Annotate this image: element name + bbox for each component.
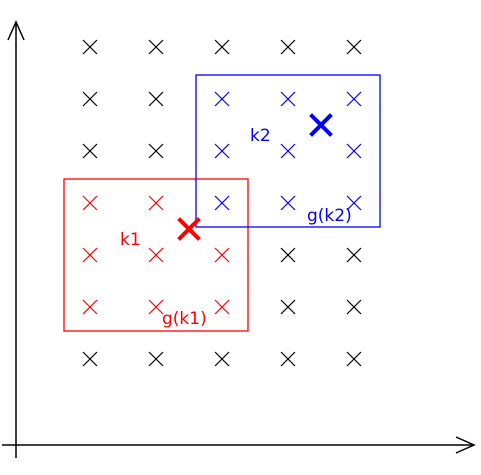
grid-cross-icon: [214, 247, 230, 263]
labels: k1 g(k1) k2 g(k2): [120, 126, 352, 329]
x-axis-arrow-icon: [455, 436, 476, 454]
grid-cross-icon: [214, 195, 230, 211]
k1-center-cross-icon: [177, 217, 201, 241]
grid-cross-icon: [148, 299, 164, 315]
grid-cross-icon: [148, 195, 164, 211]
grid-cross-icon: [214, 143, 230, 159]
grid-cross-icon: [148, 91, 164, 107]
grid-cross-icon: [82, 143, 98, 159]
grid-cross-icon: [148, 351, 164, 367]
grid-cross-icon: [148, 143, 164, 159]
grid-cross-icon: [214, 91, 230, 107]
grid-cross-icon: [82, 299, 98, 315]
g-k2-label: g(k2): [307, 206, 352, 226]
grid-cross-icon: [346, 143, 362, 159]
k2-region-box: [195, 74, 381, 228]
grid-cross-icon: [346, 247, 362, 263]
k1-label: k1: [120, 230, 141, 250]
grid-cross-icon: [82, 351, 98, 367]
grid-cross-icon: [346, 91, 362, 107]
grid-cross-icon: [214, 299, 230, 315]
grid-cross-icon: [280, 299, 296, 315]
grid-cross-icon: [148, 247, 164, 263]
kernel-regions: [63, 74, 381, 332]
grid-cross-icon: [346, 299, 362, 315]
grid-cross-icon: [82, 91, 98, 107]
k2-center-cross-icon: [309, 113, 333, 137]
grid-cross-icon: [214, 39, 230, 55]
grid-cross-icon: [82, 247, 98, 263]
y-axis-arrow-icon: [7, 20, 25, 41]
grid-cross-icon: [280, 351, 296, 367]
grid-cross-icon: [82, 195, 98, 211]
k1-region-box: [63, 178, 249, 332]
grid-cross-icon: [280, 91, 296, 107]
kernel-centers: [177, 113, 333, 241]
grid-crosses: [82, 39, 362, 367]
grid-cross-icon: [280, 39, 296, 55]
g-k1-label: g(k1): [162, 309, 207, 329]
grid-cross-icon: [280, 143, 296, 159]
grid-cross-icon: [280, 195, 296, 211]
grid-cross-icon: [346, 351, 362, 367]
grid-cross-icon: [346, 39, 362, 55]
axes: [2, 20, 476, 458]
grid-cross-icon: [346, 195, 362, 211]
grid-cross-icon: [214, 351, 230, 367]
grid-cross-icon: [280, 247, 296, 263]
k2-label: k2: [250, 126, 271, 146]
grid-cross-icon: [82, 39, 98, 55]
grid-cross-icon: [148, 39, 164, 55]
